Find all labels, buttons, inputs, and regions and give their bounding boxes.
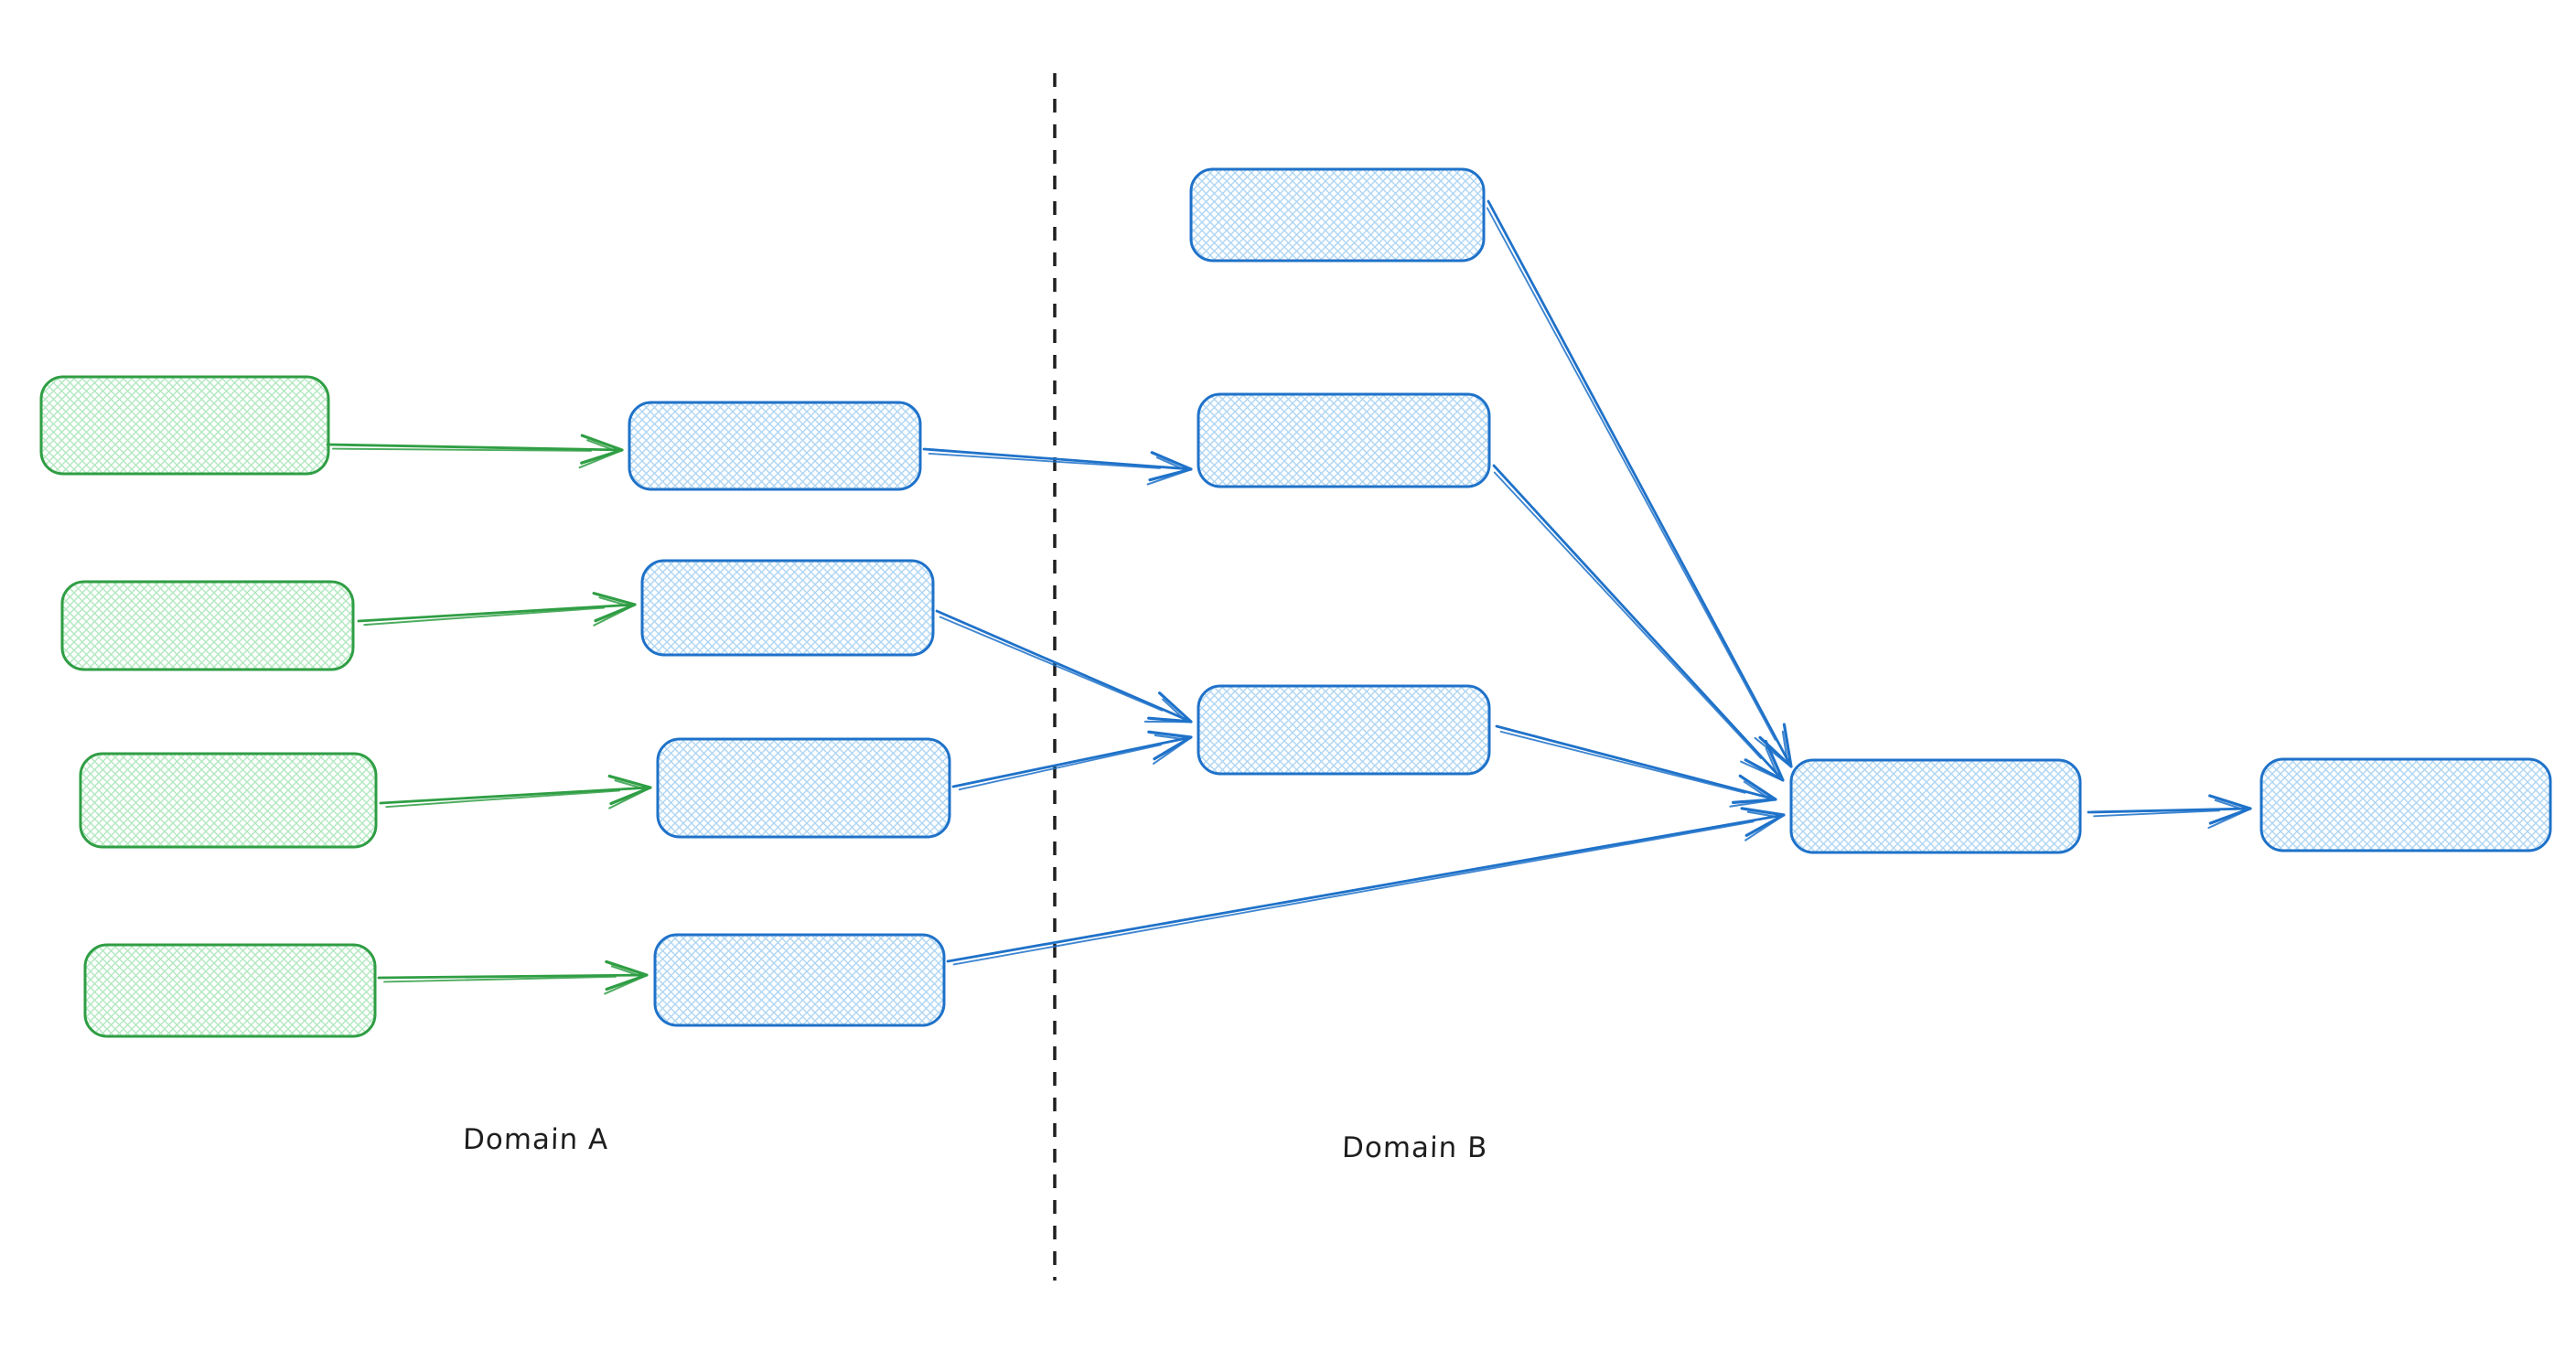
node-b-top xyxy=(1189,167,1486,263)
arrow-b-mid-to-b-merge xyxy=(1492,464,1785,782)
node-b-merge xyxy=(1789,758,2082,854)
node-a-mid-1 xyxy=(628,401,922,491)
arrow-a-mid-2-to-b-lower xyxy=(935,609,1193,724)
arrow-b-top-to-b-merge xyxy=(1486,199,1793,768)
arrow-a-src-2-to-a-mid-2 xyxy=(357,592,637,627)
arrow-b-lower-to-b-merge xyxy=(1495,724,1777,808)
domain-b-label: Domain B xyxy=(1341,1131,1488,1164)
node-a-mid-2 xyxy=(640,559,935,657)
node-a-src-2 xyxy=(60,580,355,671)
node-a-src-1 xyxy=(39,375,330,476)
domain-a-label: Domain A xyxy=(462,1123,609,1156)
arrow-a-mid-4-to-b-merge xyxy=(946,807,1786,966)
arrow-a-mid-3-to-b-lower xyxy=(951,730,1193,791)
arrow-a-src-4-to-a-mid-4 xyxy=(377,959,649,995)
arrow-b-merge-to-b-final xyxy=(2087,794,2252,830)
node-b-mid xyxy=(1197,392,1491,488)
node-a-mid-3 xyxy=(656,737,951,839)
arrow-a-src-3-to-a-mid-3 xyxy=(379,774,652,809)
node-a-src-3 xyxy=(79,752,378,849)
arrow-a-src-1-to-a-mid-1 xyxy=(326,434,624,469)
node-b-final xyxy=(2259,757,2552,852)
arrow-a-mid-1-to-b-mid xyxy=(922,447,1193,486)
node-a-src-4 xyxy=(83,943,377,1038)
node-a-mid-4 xyxy=(653,933,946,1027)
node-b-lower xyxy=(1197,684,1491,776)
